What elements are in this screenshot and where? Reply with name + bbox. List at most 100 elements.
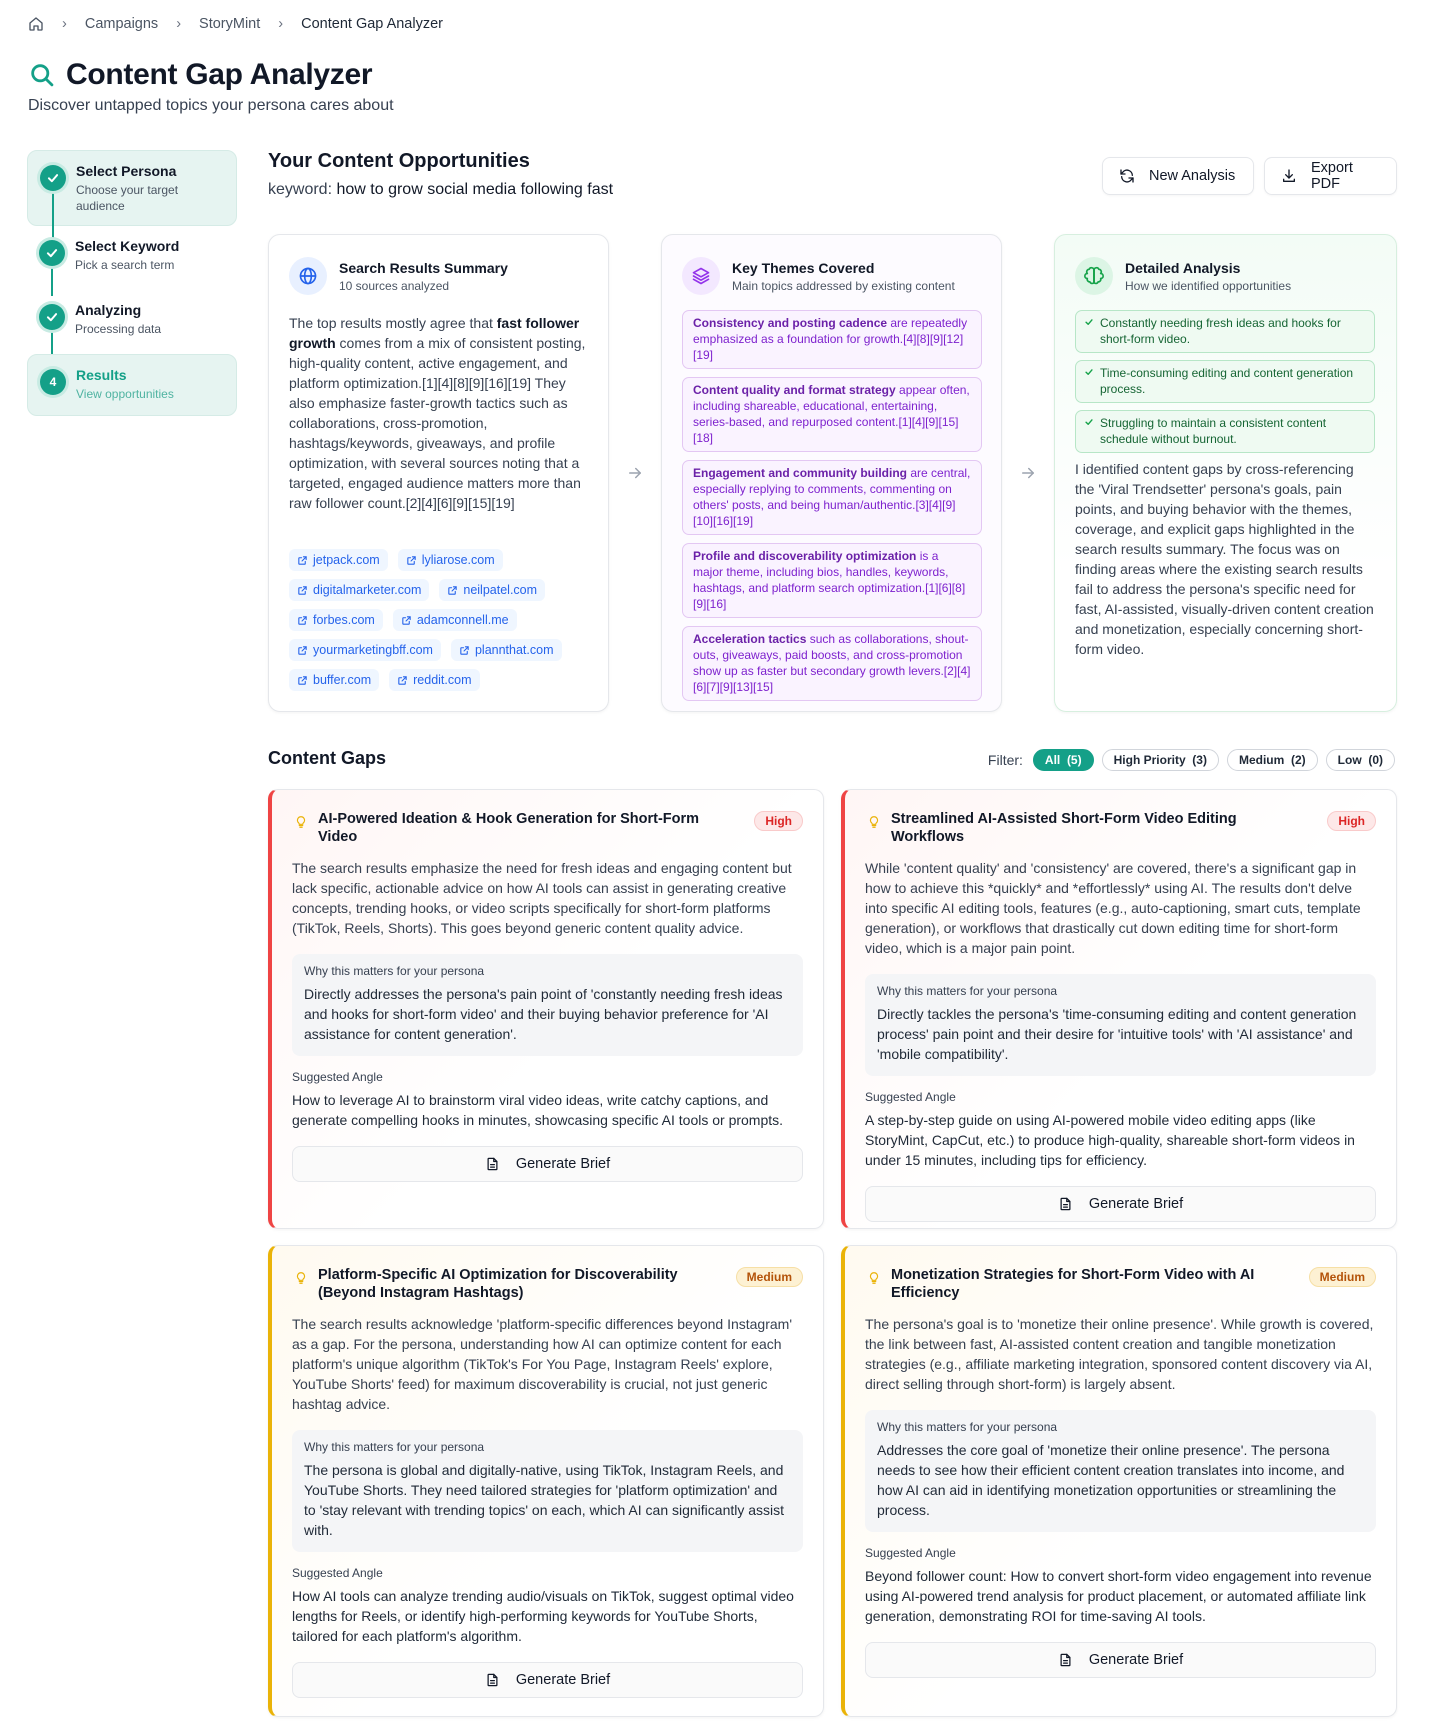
card-subtitle: Main topics addressed by existing conten… bbox=[732, 278, 955, 293]
theme-item: Content quality and format strategy appe… bbox=[682, 377, 982, 452]
theme-item: Profile and discoverability optimization… bbox=[682, 543, 982, 618]
gap-card: Platform-Specific AI Optimization for Di… bbox=[268, 1245, 824, 1717]
file-text-icon bbox=[1058, 1196, 1073, 1212]
keyword-label: keyword: bbox=[268, 181, 333, 198]
gap-header: Platform-Specific AI Optimization for Di… bbox=[272, 1246, 823, 1302]
why-label: Why this matters for your persona bbox=[877, 1420, 1058, 1434]
step-subtitle: Processing data bbox=[75, 322, 162, 336]
theme-item: Engagement and community building are ce… bbox=[682, 460, 982, 535]
external-link-icon bbox=[447, 585, 458, 596]
new-analysis-button[interactable]: New Analysis bbox=[1102, 157, 1254, 195]
chevron-right-icon: › bbox=[176, 16, 182, 32]
gap-title: AI-Powered Ideation & Hook Generation fo… bbox=[318, 811, 700, 845]
theme-list: Consistency and posting cadence are repe… bbox=[682, 310, 982, 709]
step-number: 4 bbox=[40, 369, 66, 395]
gap-description: The search results emphasize the need fo… bbox=[292, 860, 792, 936]
card-subtitle: 10 sources analyzed bbox=[339, 278, 450, 293]
pain-point-list: Constantly needing fresh ideas and hooks… bbox=[1075, 310, 1375, 460]
priority-badge: High bbox=[754, 811, 803, 831]
search-summary-card: Search Results Summary 10 sources analyz… bbox=[268, 234, 609, 712]
breadcrumb: › Campaigns › StoryMint › Content Gap An… bbox=[28, 14, 443, 34]
angle-text: How to leverage AI to brainstorm viral v… bbox=[292, 1092, 784, 1128]
check-icon bbox=[40, 165, 66, 191]
gap-title: Streamlined AI-Assisted Short-Form Video… bbox=[891, 811, 1237, 845]
generate-brief-button[interactable]: Generate Brief bbox=[865, 1186, 1376, 1222]
summary-text: The top results mostly agree that fast f… bbox=[289, 315, 586, 511]
step-results[interactable]: 4 Results View opportunities bbox=[27, 354, 237, 416]
analysis-text: I identified content gaps by cross-refer… bbox=[1075, 461, 1374, 657]
chevron-right-icon: › bbox=[278, 16, 284, 32]
why-text: Directly tackles the persona's 'time-con… bbox=[877, 1006, 1357, 1062]
generate-brief-label: Generate Brief bbox=[1088, 1196, 1184, 1212]
generate-brief-button[interactable]: Generate Brief bbox=[865, 1642, 1376, 1678]
source-link[interactable]: adamconnell.me bbox=[392, 609, 517, 631]
chevron-right-icon: › bbox=[62, 16, 67, 32]
generate-brief-button[interactable]: Generate Brief bbox=[292, 1662, 803, 1698]
filter-low[interactable]: Low (0) bbox=[1325, 749, 1395, 771]
lightbulb-icon bbox=[294, 1270, 308, 1286]
step-select-keyword[interactable]: Select Keyword Pick a search term bbox=[27, 226, 237, 296]
step-connector bbox=[51, 330, 53, 360]
external-link-icon bbox=[297, 555, 308, 566]
gap-filter: Filter: All (5) High Priority (3) Medium… bbox=[988, 749, 1395, 771]
source-link[interactable]: lyliarose.com bbox=[397, 549, 503, 571]
results-title: Your Content Opportunities bbox=[268, 150, 530, 172]
breadcrumb-current: Content Gap Analyzer bbox=[301, 16, 443, 32]
external-link-icon bbox=[406, 555, 417, 566]
source-link[interactable]: jetpack.com bbox=[289, 549, 388, 571]
gap-card: Monetization Strategies for Short-Form V… bbox=[841, 1245, 1397, 1717]
step-analyzing[interactable]: Analyzing Processing data bbox=[27, 290, 237, 360]
gap-card: Streamlined AI-Assisted Short-Form Video… bbox=[841, 789, 1397, 1229]
key-themes-card: Key Themes Covered Main topics addressed… bbox=[661, 234, 1002, 712]
file-text-icon bbox=[485, 1156, 500, 1172]
step-title: Analyzing bbox=[75, 302, 142, 318]
export-pdf-button[interactable]: Export PDF bbox=[1264, 157, 1397, 195]
generate-brief-label: Generate Brief bbox=[515, 1672, 611, 1688]
source-chips: jetpack.com lyliarose.com digitalmarketer.… bbox=[289, 549, 599, 691]
filter-high-priority[interactable]: High Priority (3) bbox=[1101, 749, 1219, 771]
file-text-icon bbox=[485, 1672, 500, 1688]
source-link[interactable]: forbes.com bbox=[289, 609, 383, 631]
breadcrumb-storymint[interactable]: StoryMint bbox=[199, 16, 261, 32]
filter-all[interactable]: All (5) bbox=[1032, 749, 1094, 771]
lightbulb-icon bbox=[294, 814, 308, 830]
home-icon[interactable] bbox=[28, 16, 44, 32]
file-text-icon bbox=[1058, 1652, 1073, 1668]
step-subtitle: Choose your target audience bbox=[76, 183, 179, 213]
generate-brief-button[interactable]: Generate Brief bbox=[292, 1146, 803, 1182]
angle-label: Suggested Angle bbox=[865, 1546, 956, 1560]
check-icon bbox=[39, 304, 65, 330]
source-link[interactable]: yourmarketingbff.com bbox=[289, 639, 441, 661]
pain-point-item: Struggling to maintain a consistent cont… bbox=[1075, 410, 1375, 453]
step-select-persona[interactable]: Select Persona Choose your target audien… bbox=[27, 150, 237, 261]
step-connector bbox=[52, 191, 54, 261]
step-title: Select Persona bbox=[76, 163, 177, 179]
source-link[interactable]: buffer.com bbox=[289, 669, 380, 691]
card-header: Search Results Summary 10 sources analyz… bbox=[289, 257, 508, 295]
why-text: Addresses the core goal of 'monetize the… bbox=[877, 1442, 1345, 1518]
filter-medium[interactable]: Medium (2) bbox=[1226, 749, 1318, 771]
source-link[interactable]: neilpatel.com bbox=[439, 579, 546, 601]
step-title: Results bbox=[76, 367, 127, 383]
angle-label: Suggested Angle bbox=[292, 1070, 383, 1084]
source-link[interactable]: reddit.com bbox=[389, 669, 480, 691]
gap-title: Platform-Specific AI Optimization for Di… bbox=[318, 1267, 678, 1301]
theme-item: Acceleration tactics such as collaborati… bbox=[682, 626, 982, 701]
external-link-icon bbox=[297, 585, 308, 596]
source-link[interactable]: plannthat.com bbox=[450, 639, 562, 661]
priority-badge: High bbox=[1327, 811, 1376, 831]
gap-description: The persona's goal is to 'monetize their… bbox=[865, 1316, 1374, 1392]
theme-item: Consistency and posting cadence are repe… bbox=[682, 310, 982, 369]
breadcrumb-campaigns[interactable]: Campaigns bbox=[84, 16, 159, 32]
check-icon bbox=[1084, 317, 1094, 327]
refresh-icon bbox=[1119, 168, 1135, 184]
why-text: The persona is global and digitally-nati… bbox=[304, 1462, 785, 1538]
detailed-analysis-card: Detailed Analysis How we identified oppo… bbox=[1054, 234, 1397, 712]
source-link[interactable]: digitalmarketer.com bbox=[289, 579, 430, 601]
gap-description: While 'content quality' and 'consistency… bbox=[865, 860, 1361, 956]
brain-icon bbox=[1075, 257, 1113, 295]
